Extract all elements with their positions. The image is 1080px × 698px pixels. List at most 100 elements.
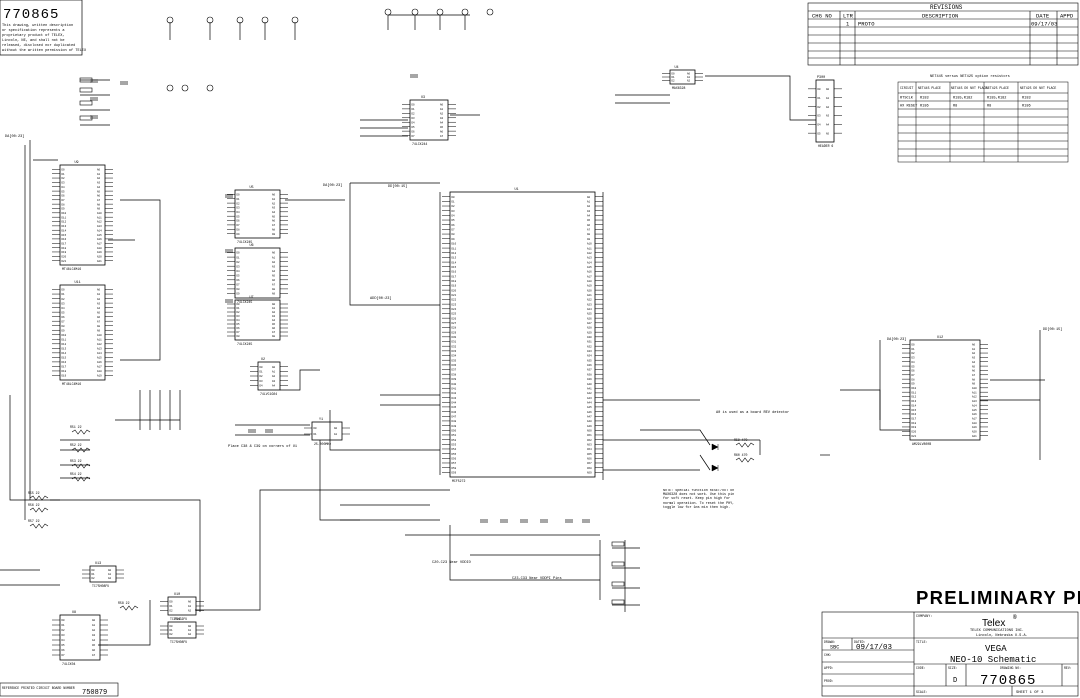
pin-label: D1 bbox=[62, 293, 66, 296]
pin-label: A0 bbox=[587, 196, 591, 199]
chip-part-u12: AM29LV800B bbox=[912, 442, 931, 446]
pin-label: A0 bbox=[97, 169, 101, 172]
pin-label: A54 bbox=[587, 448, 592, 451]
pin-label: A6 bbox=[440, 130, 444, 133]
pin-label: D2 bbox=[170, 633, 174, 636]
capacitor bbox=[565, 519, 573, 523]
test-point bbox=[291, 16, 299, 24]
pin-label: D8 bbox=[62, 325, 66, 328]
pin-label: A11 bbox=[972, 391, 977, 394]
pin-label: D3 bbox=[62, 634, 66, 637]
pin-label: A1 bbox=[188, 605, 192, 608]
chip-part-u8: 74LCX04 bbox=[62, 662, 75, 666]
pin-label: A10 bbox=[97, 212, 102, 215]
pin-label: A6 bbox=[97, 195, 101, 198]
capacitor bbox=[500, 519, 508, 523]
pin-label: A2 bbox=[97, 298, 101, 301]
net-label-da-mid: DA[00:23] bbox=[323, 183, 342, 188]
pin-label: A23 bbox=[587, 303, 592, 306]
pin-label: D19 bbox=[62, 375, 67, 378]
pin-label: A12 bbox=[972, 396, 977, 399]
pin-label: D8 bbox=[62, 203, 66, 206]
pin-label: D6 bbox=[62, 316, 66, 319]
pin-label: D20 bbox=[62, 256, 67, 259]
test-point bbox=[206, 16, 214, 24]
opt-r2-c3: R8 bbox=[987, 105, 991, 109]
pin-label: D0 bbox=[92, 569, 96, 572]
capacitor bbox=[120, 81, 128, 85]
tb-company-sub2: Lincoln, Nebraska U.S.A. bbox=[976, 633, 1028, 638]
tb-prod-label: PROD: bbox=[824, 679, 834, 683]
pin-label: D11 bbox=[62, 338, 67, 341]
pin-label: A4 bbox=[92, 639, 96, 642]
pin-label: D6 bbox=[62, 649, 66, 652]
pin-label: A1 bbox=[92, 624, 96, 627]
pin-label: A15 bbox=[587, 266, 592, 269]
pin-label: A51 bbox=[587, 434, 592, 437]
pin-label: D0 bbox=[237, 303, 241, 306]
pin-label: D6 bbox=[452, 224, 456, 227]
tb-drawn-label: DRAWN: bbox=[824, 640, 836, 644]
rev-header-desc: DESCRIPTION bbox=[922, 13, 958, 20]
chip-ref-u6: U6 bbox=[250, 244, 254, 248]
chip-part-u3: 74LCX244 bbox=[412, 142, 427, 146]
pin-label: D9 bbox=[912, 383, 916, 386]
pin-label: D1 bbox=[62, 624, 66, 627]
pin-label: A0 bbox=[272, 366, 276, 369]
pin-label: A12 bbox=[97, 221, 102, 224]
pin-label: A8 bbox=[97, 325, 101, 328]
pin-label: A7 bbox=[272, 224, 276, 227]
pin-label: A1 bbox=[188, 629, 192, 632]
pin-label: D39 bbox=[452, 378, 457, 381]
pin-label: D47 bbox=[452, 415, 457, 418]
capacitor bbox=[582, 519, 590, 523]
pin-label: A31 bbox=[587, 341, 592, 344]
pin-label: A4 bbox=[972, 361, 976, 364]
ferrite-bead bbox=[611, 541, 625, 547]
pin-label: D9 bbox=[452, 238, 456, 241]
resistor-label: R54 22 bbox=[70, 472, 82, 476]
pin-label: A6 bbox=[92, 649, 96, 652]
pin-label: D7 bbox=[62, 320, 66, 323]
led bbox=[711, 464, 719, 472]
pin-label: D2 bbox=[62, 298, 66, 301]
capacitor bbox=[90, 115, 98, 119]
pin-label: A12 bbox=[97, 343, 102, 346]
resistor-2: R52 22 bbox=[70, 443, 91, 453]
capacitor bbox=[90, 97, 98, 101]
pin-label: D54 bbox=[452, 448, 457, 451]
resistor-label: R56 22 bbox=[28, 503, 40, 507]
pin-label: D27 bbox=[452, 322, 457, 325]
pin-label: D6 bbox=[62, 195, 66, 198]
pin-label: D16 bbox=[62, 361, 67, 364]
pin-label: D14 bbox=[452, 261, 457, 264]
pin-label: D42 bbox=[452, 392, 457, 395]
pin-label: D0 bbox=[452, 196, 456, 199]
pin-label: A0 bbox=[92, 619, 96, 622]
pin-label: A21 bbox=[97, 260, 102, 263]
notice-line-1: This drawing, written description bbox=[2, 23, 73, 28]
pin-label: D0 bbox=[912, 344, 916, 347]
pin-label: A15 bbox=[972, 409, 977, 412]
pin-label: D0 bbox=[412, 104, 416, 107]
net-label-dd: DD[00:15] bbox=[388, 184, 407, 189]
notice-line-3: proprietary product of TELEX, bbox=[2, 33, 65, 38]
pin-label: A21 bbox=[972, 435, 977, 438]
pin-label: A5 bbox=[97, 190, 101, 193]
pin-label: A13 bbox=[972, 400, 977, 403]
tb-scale-label: SCALE: bbox=[916, 690, 928, 694]
pin-label: D1 bbox=[237, 307, 241, 310]
capacitor bbox=[248, 429, 256, 433]
tb-sheet: SHEET 1 OF 3 bbox=[1016, 691, 1044, 695]
chip-part-u11: MT48LC4M16 bbox=[62, 382, 81, 386]
pin-label: A9 bbox=[972, 383, 976, 386]
resistor-label: R51 22 bbox=[70, 425, 82, 429]
opt-header-1: NET445 PLACE bbox=[918, 86, 941, 90]
preliminary-print-banner: PRELIMINARY PRINT bbox=[916, 587, 1080, 608]
pin-label: D10 bbox=[912, 387, 917, 390]
pin-label: D12 bbox=[62, 343, 67, 346]
pin-label: A12 bbox=[587, 252, 592, 255]
pin-label: D15 bbox=[62, 357, 67, 360]
